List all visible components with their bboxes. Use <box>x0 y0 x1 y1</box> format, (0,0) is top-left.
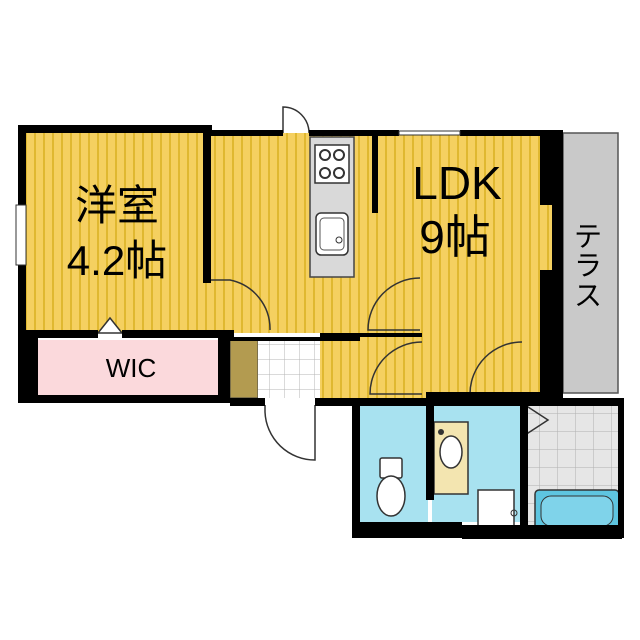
door-swing-icon[interactable] <box>208 279 271 331</box>
door-swing-icon[interactable] <box>367 277 421 331</box>
door-swing-icon[interactable] <box>282 106 310 134</box>
wic-door-arrow <box>96 316 124 334</box>
door-swing-icon[interactable] <box>524 404 550 436</box>
wic-floor <box>38 340 218 395</box>
storage-closet <box>229 339 259 399</box>
terrace-area <box>562 132 619 394</box>
genkan-tile <box>258 340 320 398</box>
door-swing-icon[interactable] <box>469 341 523 395</box>
door-swing-icon[interactable] <box>264 405 316 461</box>
hall-floor <box>320 333 430 398</box>
western-room-floor <box>22 133 208 332</box>
door-swing-icon[interactable] <box>369 341 423 395</box>
stove-icon[interactable] <box>314 144 350 184</box>
kitchen-sink-icon[interactable] <box>315 212 349 256</box>
washbasin-icon[interactable] <box>433 421 518 527</box>
bathtub-icon[interactable] <box>534 489 620 533</box>
walls <box>15 125 624 539</box>
toilet-icon[interactable] <box>376 457 406 517</box>
